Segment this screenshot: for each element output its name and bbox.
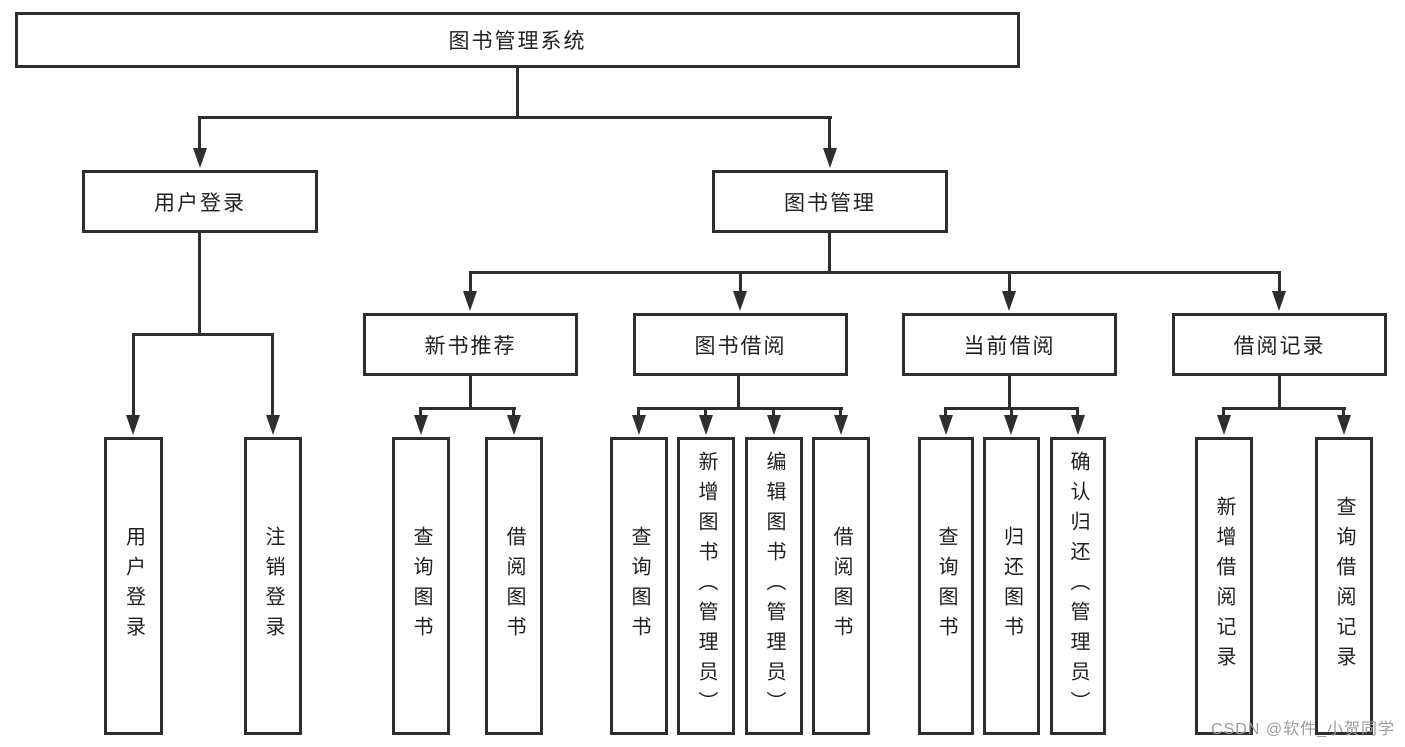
arrow-down-icon: [1217, 415, 1231, 435]
connector-line: [1342, 407, 1345, 417]
connector-line: [271, 333, 274, 417]
node-borrowing-records-label: 借阅记录: [1233, 334, 1326, 358]
leaf-return-books-label: 归还图书: [1000, 526, 1023, 646]
leaf-user-login: 用户登录: [104, 437, 163, 735]
connector-line: [739, 271, 742, 293]
connector-line: [469, 271, 472, 293]
arrow-down-icon: [1004, 415, 1018, 435]
arrow-down-icon: [507, 415, 521, 435]
leaf-query-books-current: 查询图书: [918, 437, 974, 735]
node-book-management: 图书管理: [712, 170, 948, 233]
connector-line: [198, 233, 201, 335]
arrow-down-icon: [632, 415, 646, 435]
connector-line: [1278, 376, 1281, 410]
connector-line: [828, 233, 831, 274]
connector-line: [944, 407, 947, 417]
connector-line: [704, 407, 707, 417]
connector-line: [1008, 271, 1011, 293]
connector-line: [512, 407, 515, 417]
arrow-down-icon: [126, 415, 140, 435]
arrow-down-icon: [939, 415, 953, 435]
leaf-add-books-admin: 新增图书（管理员）: [677, 437, 735, 735]
arrow-down-icon: [1071, 415, 1085, 435]
arrow-down-icon: [834, 415, 848, 435]
connector-line: [132, 333, 135, 417]
arrow-down-icon: [733, 291, 747, 311]
connector-line: [419, 407, 422, 417]
leaf-add-books-admin-label: 新增图书（管理员）: [695, 451, 717, 721]
node-user-login-label: 用户登录: [154, 191, 246, 215]
leaf-add-borrow-record: 新增借阅记录: [1195, 437, 1253, 735]
connector-line: [132, 333, 274, 336]
connector-line: [419, 407, 516, 410]
node-borrowing-records: 借阅记录: [1172, 313, 1387, 376]
node-new-book-recommendation-label: 新书推荐: [424, 334, 517, 358]
connector-line: [1222, 407, 1346, 410]
node-book-management-label: 图书管理: [784, 191, 876, 215]
node-user-login: 用户登录: [82, 170, 318, 233]
leaf-borrow-books-recommend-label: 借阅图书: [503, 526, 525, 646]
leaf-edit-books-admin-label: 编辑图书（管理员）: [763, 451, 785, 721]
leaf-borrow-books-recommend: 借阅图书: [485, 437, 543, 735]
leaf-return-books: 归还图书: [983, 437, 1040, 735]
leaf-logout: 注销登录: [244, 437, 302, 735]
connector-line: [469, 376, 472, 410]
leaf-query-books-recommend-label: 查询图书: [410, 526, 432, 646]
node-current-borrowing: 当前借阅: [902, 313, 1117, 376]
leaf-edit-books-admin: 编辑图书（管理员）: [745, 437, 803, 735]
arrow-down-icon: [767, 415, 781, 435]
connector-line: [1076, 407, 1079, 417]
leaf-user-login-label: 用户登录: [122, 526, 145, 646]
arrow-down-icon: [823, 148, 837, 168]
connector-line: [737, 376, 740, 410]
arrow-down-icon: [699, 415, 713, 435]
leaf-confirm-return-admin-label: 确认归还（管理员）: [1067, 451, 1089, 721]
arrow-down-icon: [463, 291, 477, 311]
arrow-down-icon: [1272, 291, 1286, 311]
connector-line: [1222, 407, 1225, 417]
node-book-borrowing-label: 图书借阅: [694, 334, 787, 358]
node-root-label: 图书管理系统: [448, 30, 587, 53]
leaf-query-books-borrow: 查询图书: [610, 437, 668, 735]
arrow-down-icon: [414, 415, 428, 435]
connector-line: [469, 271, 1281, 274]
connector-line: [1278, 271, 1281, 293]
leaf-add-borrow-record-label: 新增借阅记录: [1213, 496, 1235, 676]
arrow-down-icon: [193, 148, 207, 168]
leaf-logout-label: 注销登录: [262, 526, 284, 646]
node-current-borrowing-label: 当前借阅: [963, 334, 1056, 358]
connector-line: [839, 407, 842, 417]
arrow-down-icon: [1002, 291, 1016, 311]
connector-line: [772, 407, 775, 417]
leaf-query-books-borrow-label: 查询图书: [628, 526, 650, 646]
leaf-confirm-return-admin: 确认归还（管理员）: [1050, 437, 1106, 735]
leaf-query-borrow-record-label: 查询借阅记录: [1333, 496, 1355, 676]
watermark: CSDN @软件_小贺同学: [1211, 721, 1395, 738]
node-book-borrowing: 图书借阅: [633, 313, 848, 376]
connector-line: [637, 407, 640, 417]
arrow-down-icon: [266, 415, 280, 435]
node-root: 图书管理系统: [15, 12, 1020, 68]
leaf-query-books-recommend: 查询图书: [392, 437, 450, 735]
leaf-borrow-books-label: 借阅图书: [830, 526, 852, 646]
node-new-book-recommendation: 新书推荐: [363, 313, 578, 376]
leaf-query-borrow-record: 查询借阅记录: [1315, 437, 1373, 735]
leaf-borrow-books: 借阅图书: [812, 437, 870, 735]
connector-line: [516, 68, 519, 118]
connector-line: [828, 116, 831, 150]
connector-line: [198, 116, 201, 150]
leaf-query-books-current-label: 查询图书: [935, 526, 957, 646]
arrow-down-icon: [1337, 415, 1351, 435]
connector-line: [1008, 376, 1011, 410]
connector-line: [1010, 407, 1013, 417]
connector-line: [637, 407, 843, 410]
connector-line: [198, 116, 832, 119]
